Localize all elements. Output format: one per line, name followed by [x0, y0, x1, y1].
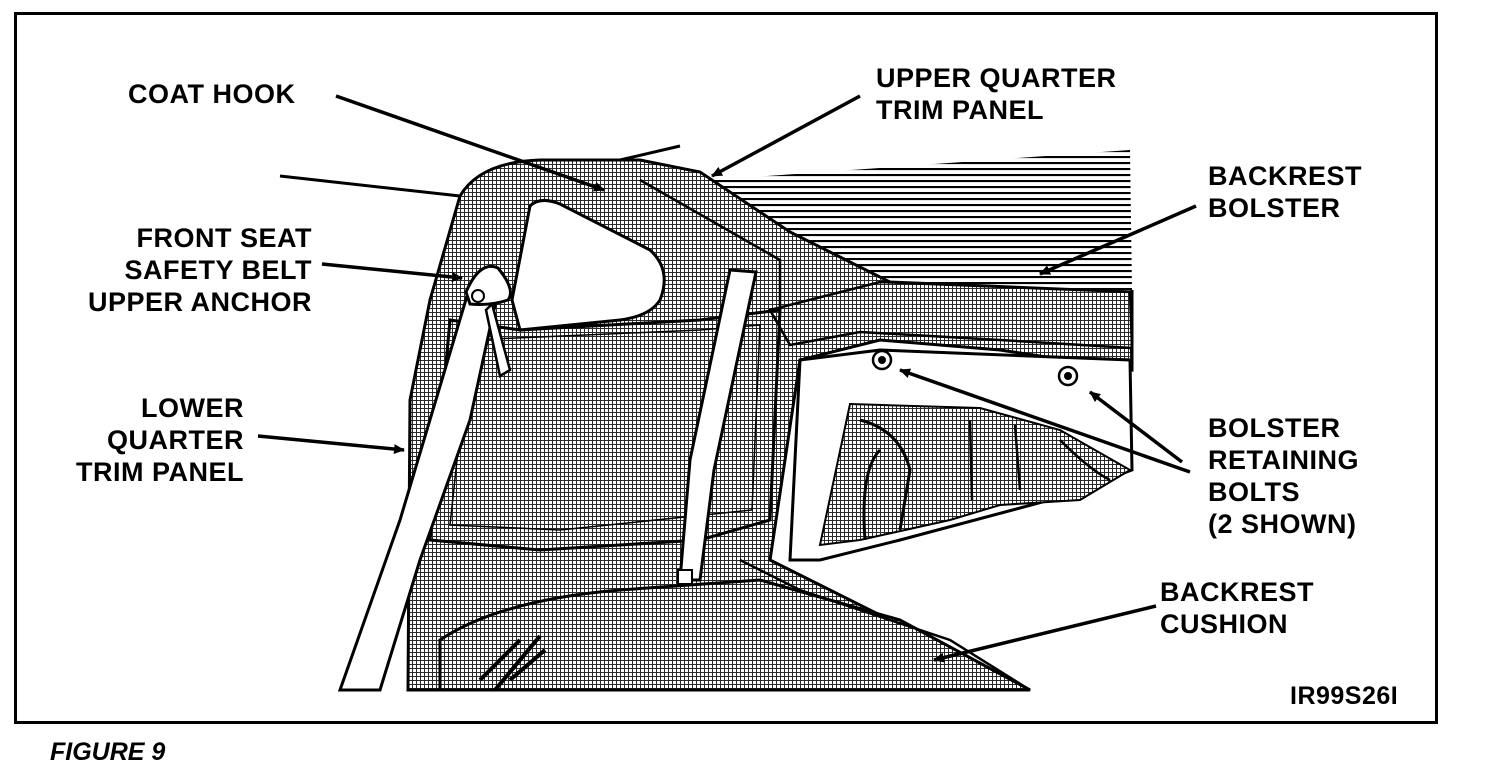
arrow-upper-quarter	[711, 94, 861, 178]
arrow-bolt-1	[899, 368, 1191, 474]
leader-arrows	[257, 94, 1197, 663]
figure-caption: FIGURE 9	[50, 738, 166, 766]
label-coat-hook: COAT HOOK	[128, 79, 296, 109]
arrow-backrest-bolster	[1039, 204, 1197, 276]
bolster-bolt	[1057, 365, 1079, 387]
label-front-seat-safety-belt-upper-anchor: FRONT SEAT SAFETY BELT UPPER ANCHOR	[87, 223, 312, 317]
backrest-bolster-shape	[768, 280, 1134, 350]
bolster-bolt	[871, 349, 893, 371]
label-backrest-cushion: BACKREST CUSHION	[1160, 577, 1315, 639]
arrow-bolt-2	[1088, 390, 1184, 464]
arrow-coat-hook	[335, 94, 605, 192]
quarter-window	[510, 199, 666, 332]
label-backrest-bolster: BACKREST BOLSTER	[1208, 161, 1363, 223]
label-lower-quarter-trim-panel: LOWER QUARTER TRIM PANEL	[76, 393, 244, 487]
label-bolster-retaining-bolts: BOLSTER RETAINING BOLTS (2 SHOWN)	[1208, 413, 1359, 539]
label-upper-quarter-trim-panel: UPPER QUARTER TRIM PANEL	[876, 63, 1117, 125]
arrow-belt-anchor	[321, 262, 463, 282]
illustration-id: IR99S26I	[1290, 682, 1399, 710]
arrow-backrest-cushion	[933, 604, 1157, 663]
arrow-lower-quarter	[257, 434, 405, 455]
safety-belt	[337, 280, 502, 692]
